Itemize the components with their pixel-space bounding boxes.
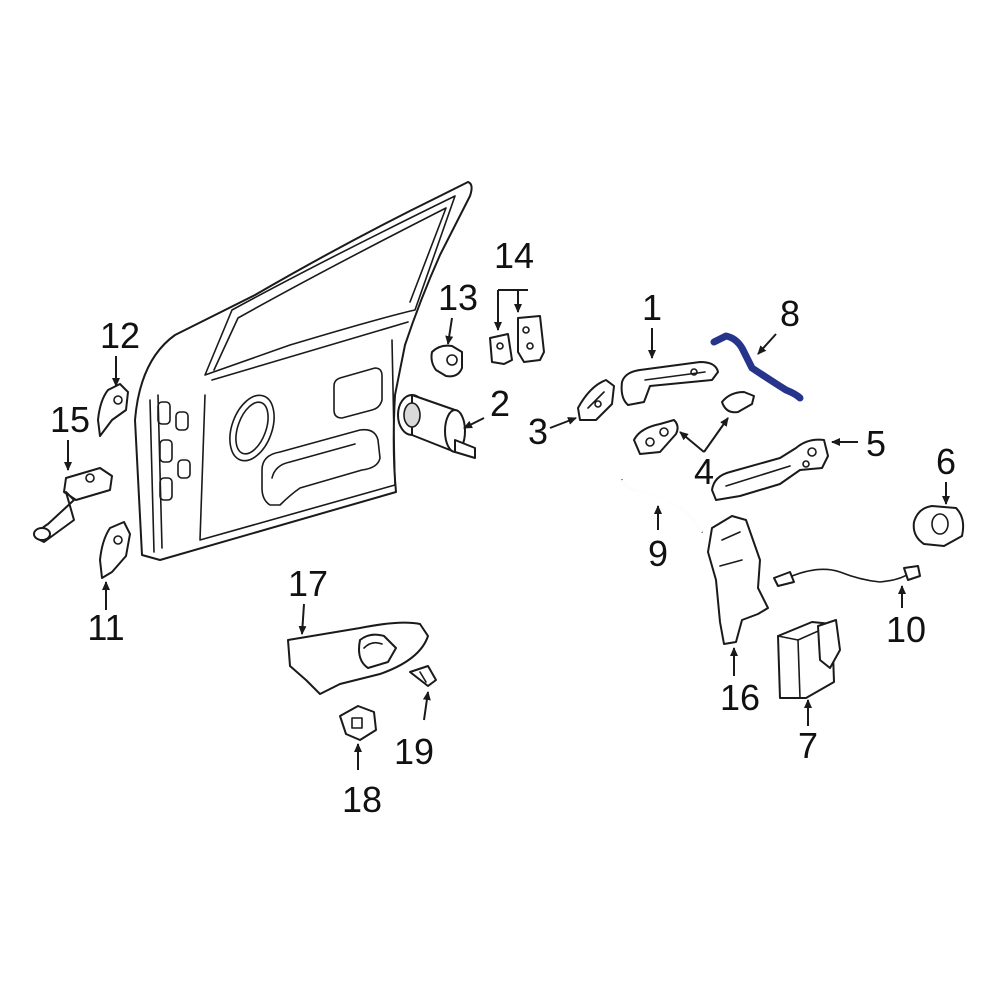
callout-10: 10 — [886, 609, 926, 650]
callout-9: 9 — [648, 533, 668, 574]
callout-4: 4 — [694, 451, 714, 492]
callout-13: 13 — [438, 277, 478, 318]
handle-frame — [711, 438, 829, 501]
door-shell — [134, 181, 473, 561]
handle-gaskets — [633, 391, 755, 455]
callout-16: 16 — [720, 677, 760, 718]
callout-14: 14 — [494, 235, 534, 276]
callout-19: 19 — [394, 731, 434, 772]
callout-18: 18 — [342, 779, 382, 820]
callout-6: 6 — [936, 441, 956, 482]
callout-17: 17 — [288, 563, 328, 604]
callout-7: 7 — [798, 725, 818, 766]
lock-switch — [430, 344, 463, 378]
callout-12: 12 — [100, 315, 140, 356]
callout-2: 2 — [490, 383, 510, 424]
callout-arrows — [64, 289, 950, 770]
door-check — [33, 467, 113, 543]
screw — [409, 665, 437, 687]
callout-3: 3 — [528, 411, 548, 452]
callout-15: 15 — [50, 399, 90, 440]
callout-5: 5 — [866, 423, 886, 464]
outside-handle — [620, 361, 719, 406]
actuator-cable — [773, 565, 921, 587]
lock-actuator — [912, 505, 965, 547]
hinge-brackets — [489, 315, 545, 365]
lock-module — [777, 619, 841, 699]
callout-11: 11 — [87, 607, 124, 648]
callout-1: 1 — [642, 287, 662, 328]
lock-cylinder — [397, 394, 476, 459]
clip — [339, 705, 377, 741]
callout-8: 8 — [780, 293, 800, 334]
lower-hinge — [99, 521, 131, 579]
inside-handle-bezel — [287, 621, 429, 695]
latch-bracket — [707, 515, 769, 645]
lock-rod-highlighted — [710, 332, 804, 402]
handle-bezel — [577, 379, 615, 421]
callout-labels: 1 2 3 4 5 6 7 8 9 10 11 12 13 14 15 16 1… — [50, 235, 956, 820]
upper-hinge — [97, 383, 129, 437]
release-cable — [621, 479, 703, 533]
